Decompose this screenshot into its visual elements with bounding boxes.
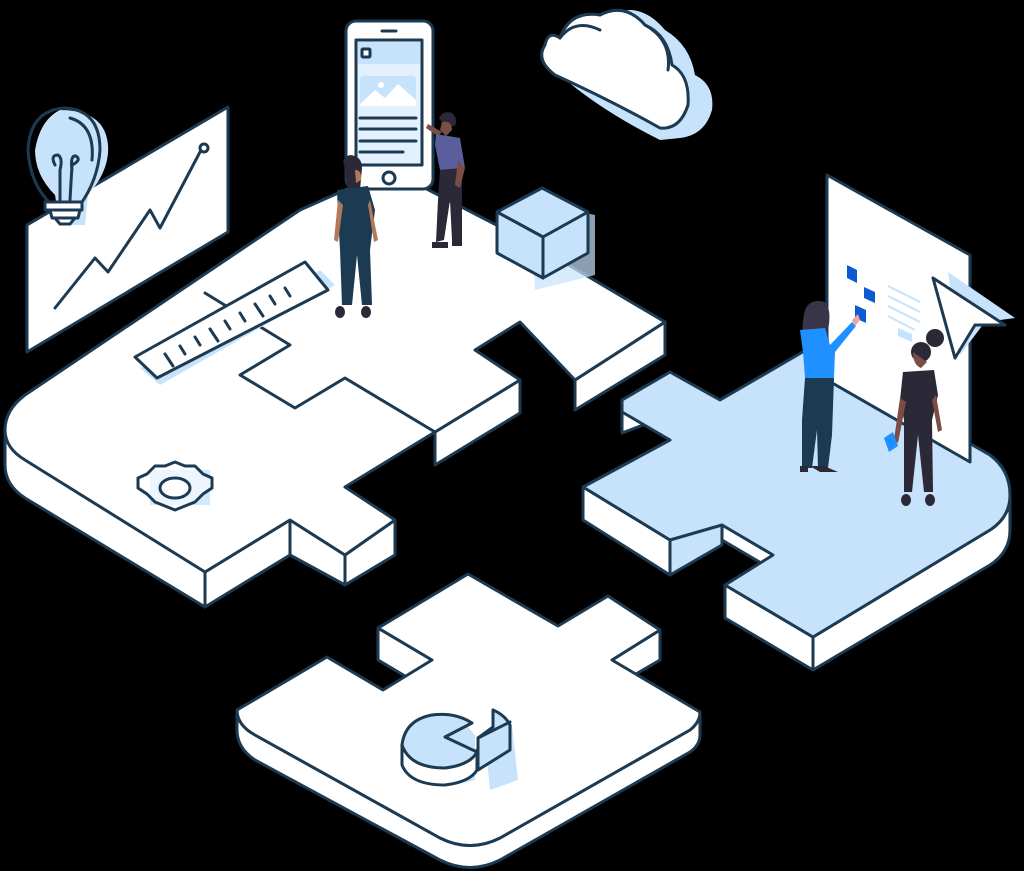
lightbulb-icon xyxy=(26,106,109,226)
person-man-purple xyxy=(426,112,465,248)
pie-chart-icon xyxy=(400,708,518,790)
smartphone-mockup xyxy=(344,19,435,191)
cursor-arrow-icon xyxy=(931,272,1015,360)
cloud-icon xyxy=(540,8,713,140)
person-woman-navy xyxy=(334,155,378,318)
person-woman-blue-shirt xyxy=(800,301,860,472)
growth-chart-board xyxy=(25,105,230,354)
gear-icon xyxy=(136,460,214,512)
person-woman-dark-bun xyxy=(884,329,944,506)
puzzle-piece-bottom-white xyxy=(235,572,702,869)
ruler xyxy=(133,260,335,385)
cube-block xyxy=(495,186,595,290)
